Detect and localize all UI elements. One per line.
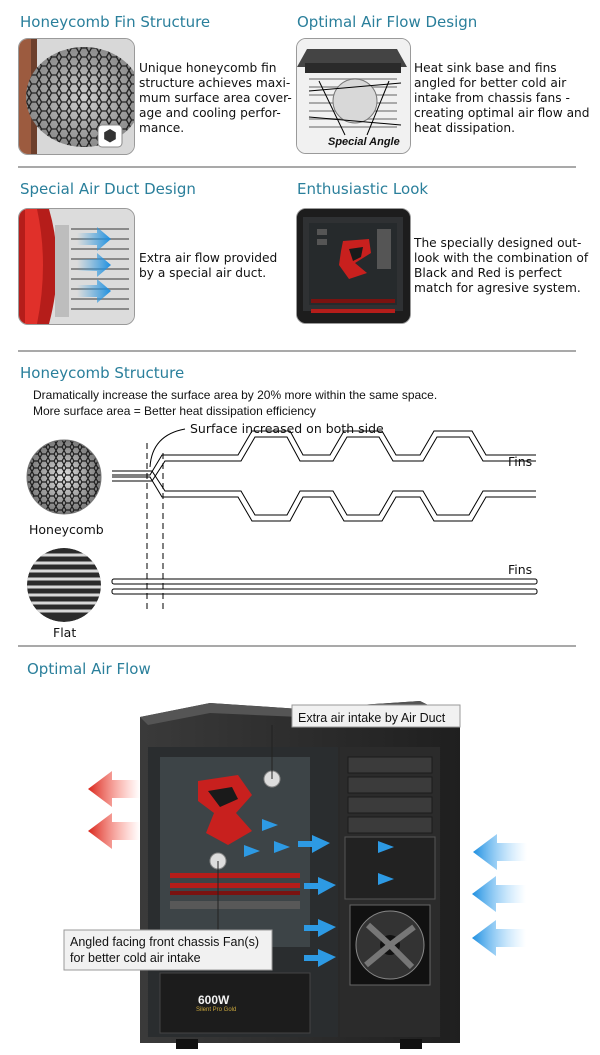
chassis-airflow-illustration [63,701,527,1049]
enthusiastic-look-image [296,208,411,324]
air-duct-image [18,208,135,325]
description-line: mum surface area cover- [139,91,292,105]
section-divider [18,350,576,352]
callout-leader [149,428,186,468]
hexagon-icon: ⬢ [103,128,117,145]
flat-label: Flat [53,625,77,640]
optimal-air-flow-title: Optimal Air Flow [27,660,151,678]
section-divider [18,645,576,647]
description-line: look with the combination of [414,251,589,265]
honeycomb-structure-line-1: Dramatically increase the surface area b… [33,388,438,402]
honeycomb-fin-description: Unique honeycomb fin structure achieves … [139,61,292,136]
air-duct-arrows [77,227,111,303]
honeycomb-sample [26,439,102,515]
honeycomb-fin-image: ⬢ [18,38,135,155]
description-line: Heat sink base and fins [414,61,557,75]
description-line: Extra air flow provided [139,251,278,265]
description-line: angled for better cold air [414,76,567,90]
surface-callout: Surface increased on both side [190,421,384,436]
special-air-duct-title: Special Air Duct Design [20,180,196,198]
description-line: creating optimal air flow and [414,106,590,120]
enthusiastic-look-title: Enthusiastic Look [297,180,429,198]
optimal-air-flow-design-description: Heat sink base and fins angled for bette… [414,61,590,136]
exhaust-arrows [88,771,140,849]
special-angle-image: Special Angle [296,38,411,154]
psu-label: 600W [198,993,230,1007]
description-line: mance. [139,121,185,135]
description-line: age and cooling perfor- [139,106,281,120]
honeycomb-fin-title: Honeycomb Fin Structure [20,13,211,31]
description-line: match for agresive system. [414,281,581,295]
angled-fan-callout-line-1: Angled facing front chassis Fan(s) [70,935,259,949]
description-line: intake from chassis fans - [414,91,570,105]
flat-fins [111,578,538,595]
description-line: Black and Red is perfect [414,266,562,280]
fins-label-honeycomb: Fins [508,454,533,469]
intake-arrows [472,834,527,956]
optimal-air-flow-design-title: Optimal Air Flow Design [297,13,478,31]
honeycomb-structure-line-2: More surface area = Better heat dissipat… [33,404,316,418]
honeycomb-structure-title: Honeycomb Structure [20,364,185,382]
special-angle-label: Special Angle [328,136,400,148]
angled-fan-callout-line-2: for better cold air intake [70,951,201,965]
description-line: structure achieves maxi- [139,76,291,90]
psu-sublabel: Silent Pro Gold [196,1007,237,1013]
description-line: Unique honeycomb fin [139,61,277,75]
special-air-duct-description: Extra air flow provided by a special air… [139,251,277,281]
honeycomb-fins [112,430,536,522]
fins-label-flat: Fins [508,562,533,577]
flat-sample [27,548,101,622]
honeycomb-label: Honeycomb [29,522,104,537]
description-line: by a special air duct. [139,266,267,280]
section-divider [18,166,576,168]
description-line: heat dissipation. [414,121,515,135]
description-line: The specially designed out- [414,236,582,250]
fin-comparison-diagram [26,428,538,622]
air-duct-callout: Extra air intake by Air Duct [298,711,446,725]
enthusiastic-look-description: The specially designed out- look with th… [414,236,588,296]
